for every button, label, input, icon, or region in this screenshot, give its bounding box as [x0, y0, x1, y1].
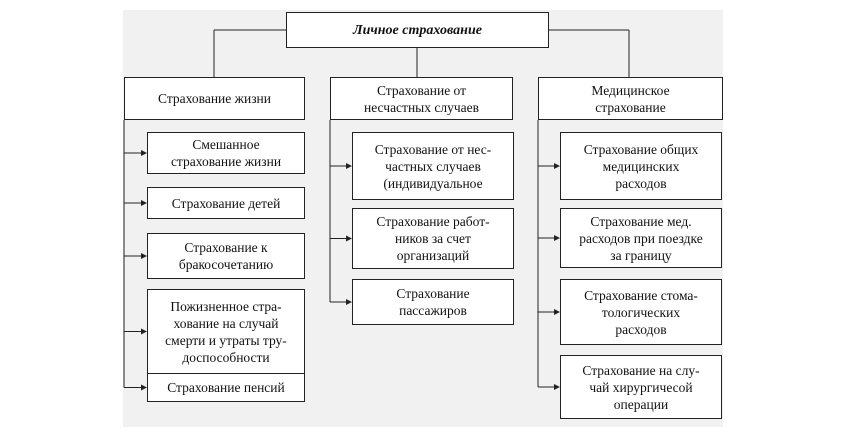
root-node-line: Личное страхование	[353, 22, 482, 38]
branch-2-header-line: Страхование от	[376, 82, 467, 98]
branch-1-item-3-line: Страхование к	[184, 240, 268, 255]
branch-2-header-line: несчастных случаев	[364, 99, 479, 115]
branch-1-item-1-arrow	[141, 150, 147, 156]
branch-2-item-3-line: пассажиров	[399, 303, 467, 318]
branch-1-item-5-line: Страхование пенсий	[167, 380, 285, 395]
branch-1-item-4-line: доспособности	[182, 349, 270, 365]
branch-1-item-2-text: Страхование детей	[172, 195, 281, 212]
branch-3-item-1-line: Страхование общих	[583, 141, 699, 157]
branch-3-item-3-line: расходов	[615, 321, 667, 337]
branch-2-item-1-line: частных случаев	[385, 158, 481, 174]
branch-1-item-3-line: бракосочетанию	[178, 257, 274, 272]
branch-2-item-1-arrow	[346, 163, 352, 169]
branch-3-item-3-line: Страхование стома-	[584, 287, 698, 303]
branch-2-item-2-arrow	[346, 235, 352, 242]
branch-2-item-3-text: Страхование пассажиров	[396, 285, 469, 319]
branch-1-item-4-arrow	[141, 328, 147, 335]
branch-1-item-1-line: страхование жизни	[170, 154, 282, 169]
branch-1-item-1-text: Смешанное страхование жизни	[171, 136, 281, 170]
branch-3-item-1-arrow	[554, 163, 560, 169]
branch-1-item-5: Страхование пенсий	[147, 373, 305, 402]
branch-2-item-1: Страхование от нес-частных случаев(индив…	[352, 132, 514, 200]
branch-2-item-2: Страхование работ-ников за счет организац…	[352, 208, 514, 269]
branch-1-item-2-arrow	[141, 200, 147, 206]
branch-2-item-2-line: организаций	[396, 248, 470, 263]
branch-1-header-text: Страхование жизни	[158, 90, 271, 107]
branch-1-header: Страхование жизни	[124, 77, 305, 120]
branch-2-item-3-arrow	[346, 299, 352, 305]
branch-3-item-3-line: тологических	[601, 304, 681, 320]
branch-2-item-3: Страхование пассажиров	[352, 279, 514, 325]
root-node: Личное страхование	[286, 12, 549, 48]
branch-1-item-3-arrow	[141, 253, 147, 259]
branch-3-item-3-arrow	[554, 309, 560, 315]
branch-1-header-line: Страхование жизни	[158, 91, 271, 106]
branch-3-item-2-line: за границу	[610, 247, 672, 263]
branch-3-item-4-arrow	[554, 384, 560, 390]
branch-1-item-4-line: смерти и утраты тру-	[165, 332, 287, 348]
branch-3-item-4-line: чай хирургичесой	[589, 379, 693, 395]
branch-1-item-2: Страхование детей	[147, 187, 305, 219]
branch-2-item-2-line: Страхование работ-	[376, 214, 490, 229]
root-node-text: Личное страхование	[353, 22, 482, 39]
branch-1-item-5-arrow	[141, 384, 147, 391]
branch-1-item-3-text: Страхование к бракосочетанию	[179, 239, 273, 273]
branch-3-item-1-line: расходов	[615, 175, 667, 191]
branch-2-item-1-text: Страхование от нес-частных случаев(индив…	[375, 141, 492, 192]
branch-2-item-2-text: Страхование работ-ников за счет организац…	[376, 213, 489, 264]
branch-1-item-3: Страхование к бракосочетанию	[147, 233, 305, 279]
branch-1-item-4-line: Пожизненное стра-	[170, 298, 282, 314]
branch-3-item-1-line: медицинских	[602, 158, 680, 174]
branch-3-header-line: Медицинское	[591, 82, 670, 98]
branch-1-item-5-text: Страхование пенсий	[167, 379, 285, 396]
branch-1-item-1-line: Смешанное	[192, 137, 260, 152]
branch-3-item-2-line: расходов при поездке	[579, 230, 703, 246]
branch-2-item-1-line: Страхование от нес-	[374, 141, 492, 157]
branch-2-item-3-line: Страхование	[396, 286, 470, 301]
branch-1-item-1: Смешанное страхование жизни	[147, 132, 305, 174]
branch-1-item-4-line: хование на случай	[173, 315, 279, 331]
branch-1-item-2-line: Страхование детей	[171, 195, 281, 211]
branch-3-item-2-arrow	[554, 235, 560, 241]
branch-2-item-1-line: (индивидуальное	[383, 175, 483, 191]
branch-3-header-line: страхование	[595, 99, 666, 115]
branch-3-item-4-line: операции	[613, 396, 669, 412]
branch-3-item-4-line: Страхование на слу-	[582, 362, 700, 378]
branch-2-item-2-line: ников за счет	[395, 231, 471, 246]
branch-3-item-2-line: Страхование мед.	[590, 213, 692, 229]
